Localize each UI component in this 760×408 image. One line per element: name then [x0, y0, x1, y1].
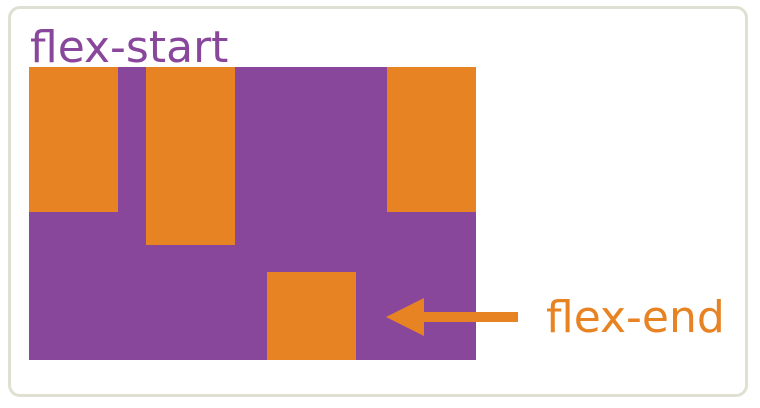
flex-item-4 — [387, 67, 476, 212]
flex-container — [29, 67, 476, 360]
flex-item-1 — [29, 67, 118, 212]
flex-end-label: flex-end — [546, 292, 725, 343]
arrow-left-icon — [386, 298, 518, 336]
flex-item-2 — [146, 67, 235, 245]
flex-item-3 — [267, 272, 356, 360]
flex-start-label: flex-start — [30, 22, 229, 73]
